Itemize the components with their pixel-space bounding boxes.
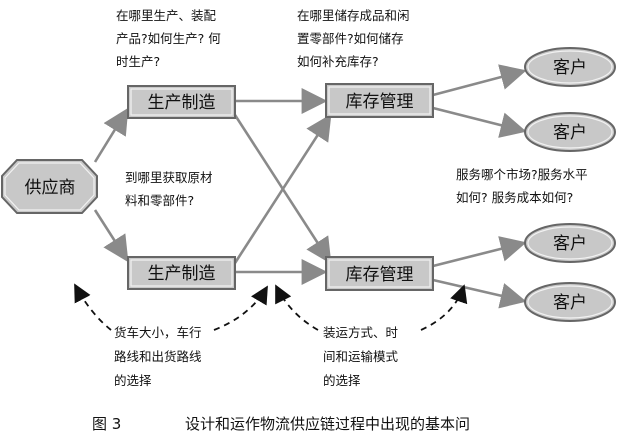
dashed-pointers	[74, 283, 468, 331]
inventory-question-line-1: 在哪里储存成品和闲	[297, 8, 410, 23]
sourcing-question-line-2: 料和零部件?	[125, 193, 194, 208]
production-top-node: 生产制造	[127, 85, 236, 119]
inventory-bottom-label: 库存管理	[346, 265, 414, 285]
service-question-line-2: 如何? 服务成本如何?	[456, 190, 573, 205]
customer-node-2: 客户	[524, 112, 616, 152]
inventory-bottom-to-customer-4-arrow	[432, 278, 527, 309]
shipping-note-right-pointer	[420, 284, 468, 331]
inventory-bottom-to-customer-3-arrow	[432, 236, 527, 268]
inventory-top-to-customer-2-arrow	[432, 106, 527, 138]
truck-question-line-2: 路线和出货路线	[114, 349, 202, 364]
customer-3-label: 客户	[553, 234, 587, 254]
shipping-question-line-1: 装运方式、时	[323, 325, 399, 340]
customer-2-label: 客户	[553, 123, 587, 143]
inventory-bottom-node: 库存管理	[325, 256, 434, 291]
supplier-label: 供应商	[25, 178, 76, 198]
shipping-question-note: 装运方式、时 间和运输模式 的选择	[323, 325, 399, 388]
supplier-to-production-bottom-arrow	[93, 209, 129, 263]
figure-caption: 图 3 设计和运作物流供应链过程中出现的基本问	[92, 415, 470, 433]
connector-lines	[93, 64, 527, 309]
figure-title: 设计和运作物流供应链过程中出现的基本问	[185, 415, 470, 433]
supplier-to-production-top-arrow	[93, 107, 129, 163]
truck-question-note: 货车大小，车行 路线和出货路线 的选择	[114, 325, 202, 388]
customer-1-label: 客户	[553, 58, 587, 78]
production-bottom-label: 生产制造	[148, 264, 216, 284]
production-question-note: 在哪里生产、装配 产品?如何生产? 何 时生产?	[116, 8, 221, 69]
shipping-question-line-3: 的选择	[323, 373, 361, 388]
customer-4-label: 客户	[553, 293, 587, 313]
inventory-top-to-customer-1-arrow	[432, 64, 527, 97]
inventory-question-line-3: 如何补充库存?	[297, 54, 379, 69]
inventory-top-node: 库存管理	[325, 83, 434, 118]
supplier-node: 供应商	[1, 159, 98, 214]
truck-question-line-1: 货车大小，车行	[114, 325, 202, 340]
inventory-question-note: 在哪里储存成品和闲 置零部件?如何储存 如何补充库存?	[297, 8, 410, 69]
production-question-line-2: 产品?如何生产? 何	[116, 31, 221, 46]
service-question-note: 服务哪个市场?服务水平 如何? 服务成本如何?	[456, 167, 588, 205]
truck-note-right-pointer	[213, 285, 268, 331]
figure-label: 图 3	[92, 415, 121, 433]
truck-question-line-3: 的选择	[114, 373, 152, 388]
inventory-top-label: 库存管理	[346, 92, 414, 112]
customer-node-1: 客户	[524, 47, 616, 87]
shipping-note-left-pointer	[275, 284, 319, 331]
service-question-line-1: 服务哪个市场?服务水平	[456, 167, 588, 182]
customer-node-3: 客户	[524, 223, 616, 263]
production-question-line-1: 在哪里生产、装配	[116, 8, 217, 23]
inventory-question-line-2: 置零部件?如何储存	[297, 31, 404, 46]
sourcing-question-note: 到哪里获取原材 料和零部件?	[125, 170, 213, 208]
shipping-question-line-2: 间和运输模式	[323, 349, 399, 364]
production-top-label: 生产制造	[148, 93, 216, 113]
production-bottom-to-inventory-top-arrow	[233, 113, 332, 264]
customer-node-4: 客户	[524, 282, 616, 322]
production-question-line-3: 时生产?	[116, 54, 160, 69]
production-bottom-node: 生产制造	[127, 256, 236, 290]
truck-note-left-pointer	[74, 283, 112, 331]
sourcing-question-line-1: 到哪里获取原材	[125, 170, 213, 185]
